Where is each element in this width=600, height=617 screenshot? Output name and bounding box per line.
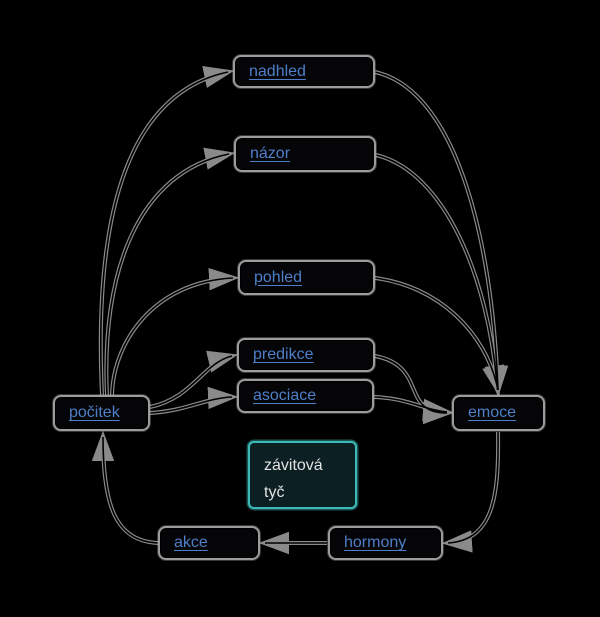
edge-pocitek-nazor: [104, 147, 236, 396]
node-pohled[interactable]: pohled: [238, 260, 375, 295]
node-hormony[interactable]: hormony: [328, 526, 443, 560]
node-predikce[interactable]: predikce: [237, 338, 375, 372]
node-nazor-label[interactable]: názor: [250, 145, 291, 162]
node-emoce-label[interactable]: emoce: [468, 404, 517, 421]
node-emoce[interactable]: emoce: [452, 395, 545, 431]
node-akce[interactable]: akce: [158, 526, 260, 560]
node-predikce-label[interactable]: predikce: [253, 346, 314, 363]
node-asociace[interactable]: asociace: [237, 379, 374, 413]
node-akce-label[interactable]: akce: [174, 534, 208, 551]
node-pocitek[interactable]: počitek: [53, 395, 150, 431]
node-zavitova-tyc-label-line2: tyč: [264, 484, 285, 501]
node-zavitova-tyc[interactable]: závitová tyč: [248, 441, 357, 509]
edge-nazor-emoce: [375, 153, 507, 397]
node-pohled-label[interactable]: pohled: [254, 268, 303, 286]
edge-emoce-hormony: [441, 431, 501, 553]
node-zavitova-tyc-label-line1: závitová: [264, 457, 323, 474]
node-pocitek-label[interactable]: počitek: [69, 404, 120, 421]
node-nadhled[interactable]: nadhled: [233, 55, 375, 88]
node-hormony-label[interactable]: hormony: [344, 534, 407, 551]
edge-akce-pocitek: [91, 430, 159, 545]
edges: [91, 66, 509, 555]
node-nadhled-label[interactable]: nadhled: [249, 62, 306, 80]
node-asociace-label[interactable]: asociace: [253, 387, 317, 404]
node-nazor[interactable]: názor: [234, 136, 376, 172]
edge-pocitek-nadhled: [98, 66, 235, 396]
